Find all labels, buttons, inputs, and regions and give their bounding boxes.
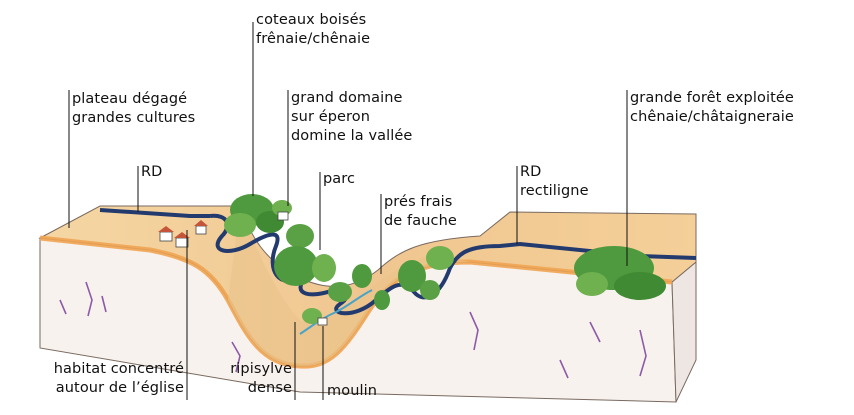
label-pres: prés frais de fauche [384,193,457,231]
block-right-face [672,262,696,402]
label-ripisylve: ripisylve dense [200,360,292,398]
label-moulin: moulin [327,382,377,401]
manor-house [278,212,288,220]
label-domaine: grand domaine sur éperon domine la vallé… [291,89,412,146]
mill-house [318,318,327,325]
label-plateau: plateau dégagé grandes cultures [72,90,195,128]
label-rd-left: RD [141,163,162,182]
label-parc: parc [323,170,355,189]
label-rd-right: RD rectiligne [520,163,589,201]
label-foret: grande forêt exploitée chênaie/châtaigne… [630,89,794,127]
label-coteaux: coteaux boisés frênaie/chênaie [256,11,370,49]
label-habitat: habitat concentré autour de l’église [8,360,184,398]
